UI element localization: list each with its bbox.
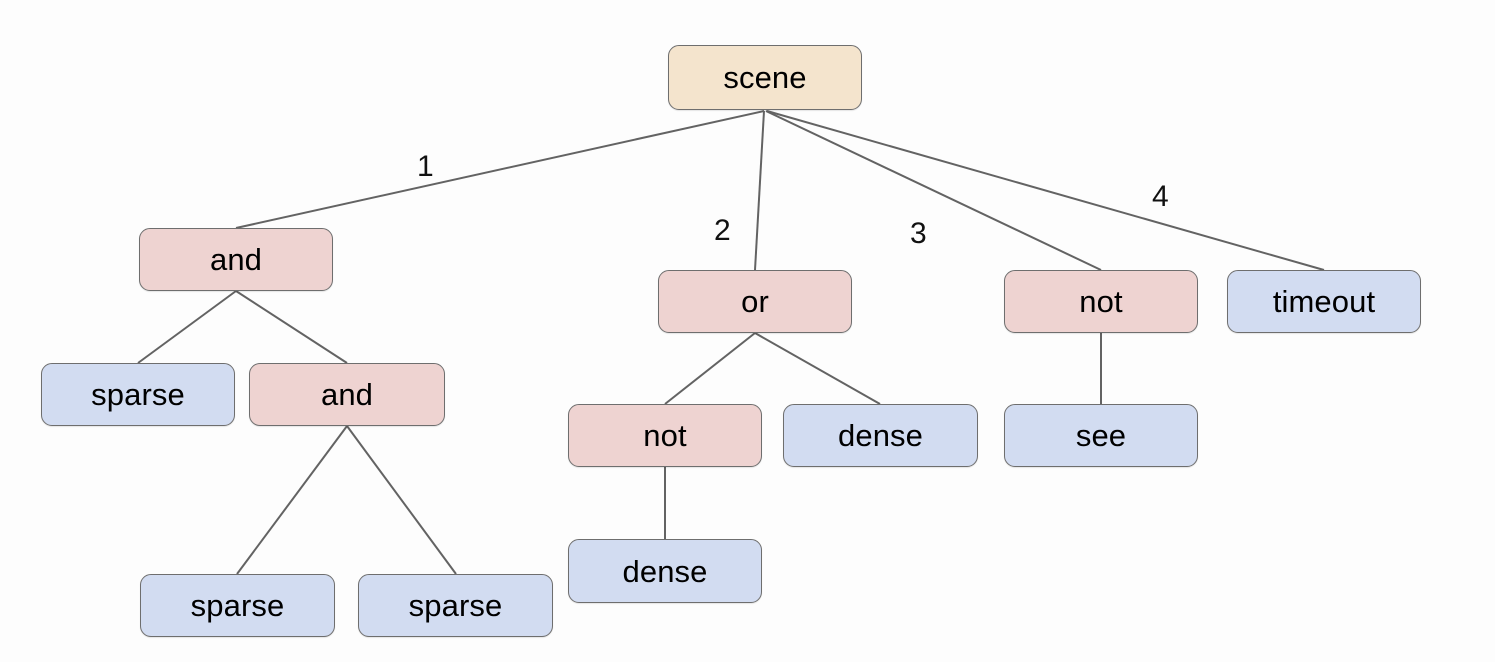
node-sparse3[interactable]: sparse: [358, 574, 553, 637]
node-sparse2[interactable]: sparse: [140, 574, 335, 637]
node-label: not: [1079, 284, 1123, 319]
node-or1[interactable]: or: [658, 270, 852, 333]
edge-scene-to-and1: [235, 110, 765, 229]
node-and2[interactable]: and: [249, 363, 445, 426]
edge-label-2: 2: [714, 214, 731, 247]
node-sparse1[interactable]: sparse: [41, 363, 235, 426]
node-and1[interactable]: and: [139, 228, 333, 291]
node-label: dense: [622, 553, 708, 589]
edge-label-3: 3: [910, 217, 927, 250]
node-not2[interactable]: not: [1004, 270, 1198, 333]
edge-or1-to-dense1: [754, 332, 881, 405]
node-see1[interactable]: see: [1004, 404, 1198, 467]
edge-scene-to-not2: [765, 110, 1102, 271]
edge-or1-to-not1: [664, 332, 756, 405]
edge-label-4: 4: [1152, 180, 1169, 213]
node-scene[interactable]: scene: [668, 45, 862, 110]
node-dense2[interactable]: dense: [568, 539, 762, 603]
node-label: see: [1075, 418, 1127, 453]
node-label: sparse: [190, 588, 285, 623]
node-label: not: [643, 418, 687, 453]
edge-and1-to-and2: [235, 290, 348, 364]
node-label: and: [209, 242, 263, 277]
edge-and1-to-sparse1: [137, 290, 237, 364]
node-label: timeout: [1272, 284, 1376, 319]
edge-label-1: 1: [417, 150, 434, 183]
node-label: or: [741, 284, 769, 319]
node-label: and: [320, 377, 374, 412]
node-timeout1[interactable]: timeout: [1227, 270, 1421, 333]
node-label: sparse: [408, 588, 503, 623]
edge-scene-to-or1: [754, 110, 765, 271]
node-label: sparse: [91, 377, 185, 412]
node-label: scene: [723, 60, 807, 95]
edge-and2-to-sparse2: [236, 425, 348, 575]
node-label: dense: [838, 418, 923, 453]
node-not1[interactable]: not: [568, 404, 762, 467]
node-dense1[interactable]: dense: [783, 404, 978, 467]
edge-scene-to-timeout1: [766, 110, 1325, 271]
edge-and2-to-sparse3: [346, 425, 457, 575]
